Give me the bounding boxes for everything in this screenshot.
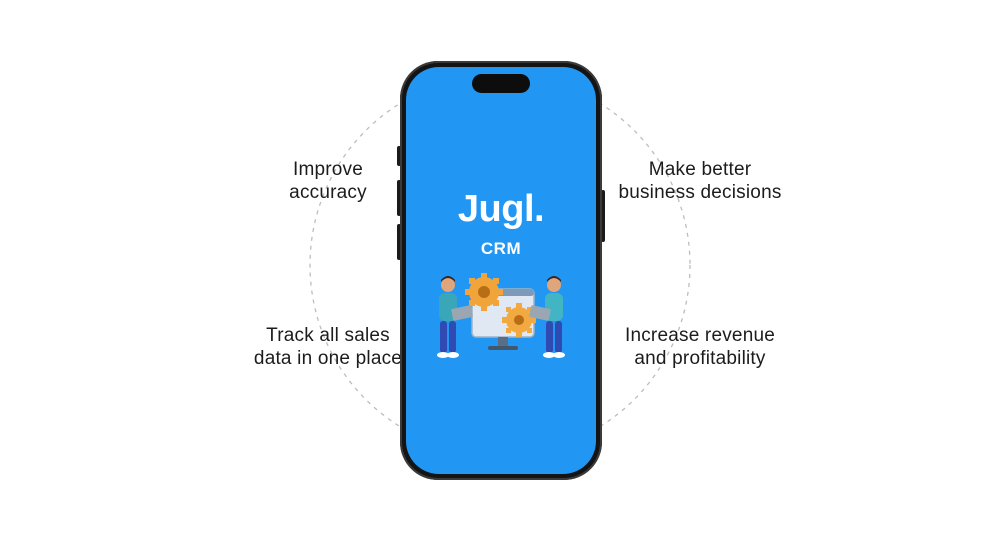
- benefit-better-decisions: Make better business decisions: [590, 158, 810, 204]
- benefit-line: Make better: [648, 159, 752, 180]
- benefit-line: Improve: [292, 159, 364, 180]
- benefit-line: accuracy: [289, 182, 367, 203]
- phone-side-button: [397, 180, 401, 216]
- crm-label: CRM: [480, 239, 522, 258]
- gear-icon: [502, 303, 536, 337]
- logo-dot: .: [534, 188, 545, 230]
- person-icon: [437, 276, 459, 358]
- benefit-line: data in one place: [253, 348, 403, 369]
- laptop-icon: [451, 305, 473, 321]
- laptop-icon: [529, 305, 551, 321]
- benefit-increase-revenue: Increase revenue and profitability: [590, 324, 810, 370]
- benefit-line: Increase revenue: [624, 325, 775, 346]
- crm-illustration: [437, 273, 565, 358]
- gear-icon: [465, 273, 503, 311]
- phone-side-button: [601, 190, 605, 242]
- benefit-line: Track all sales: [266, 325, 390, 346]
- phone-side-button: [397, 146, 401, 166]
- benefit-line: and profitability: [634, 348, 766, 369]
- phone-screen: Jugl. CRM: [406, 67, 596, 474]
- phone-side-button: [397, 224, 401, 260]
- jugl-logo: Jugl.: [406, 188, 596, 231]
- dynamic-island: [472, 74, 530, 93]
- benefit-line: business decisions: [618, 182, 782, 203]
- logo-text: Jugl: [457, 188, 535, 230]
- benefit-improve-accuracy: Improve accuracy: [218, 158, 438, 204]
- benefit-track-sales: Track all sales data in one place: [218, 324, 438, 370]
- phone-mockup: Jugl. CRM: [400, 61, 602, 480]
